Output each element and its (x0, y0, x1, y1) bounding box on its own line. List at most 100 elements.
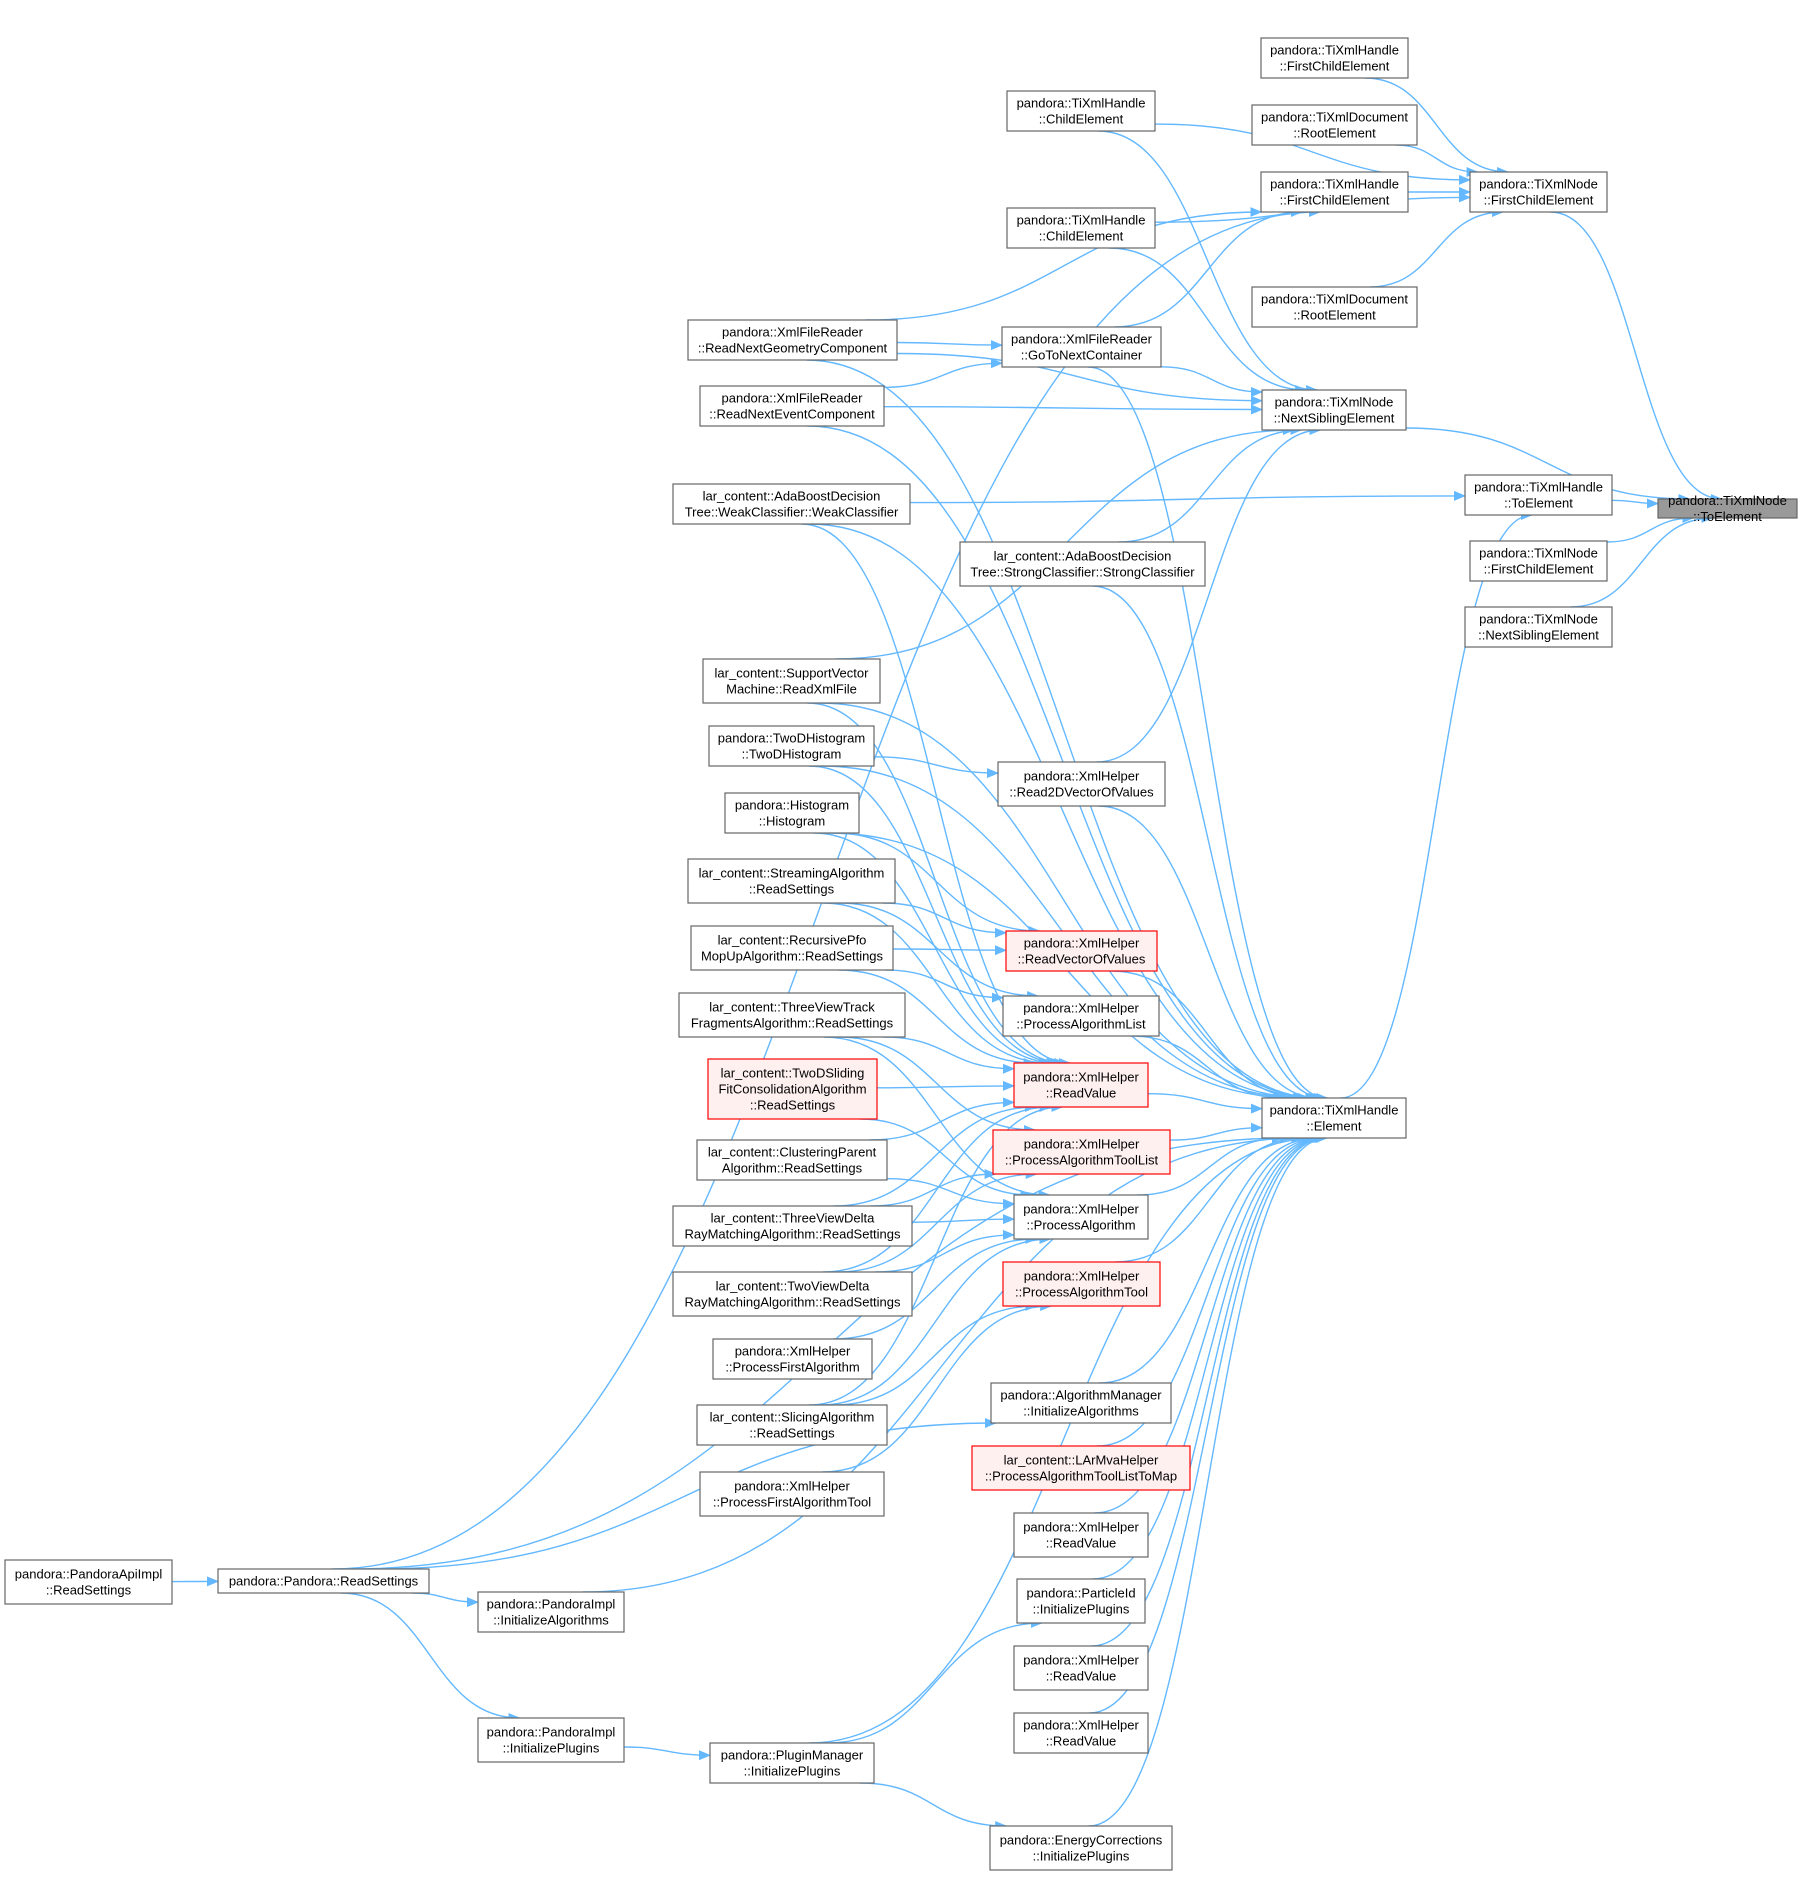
graph-node[interactable]: pandora::ParticleId::InitializePlugins (1016, 1578, 1146, 1624)
node-box[interactable] (1013, 1712, 1149, 1754)
graph-node[interactable]: pandora::Histogram::Histogram (724, 792, 860, 834)
graph-node[interactable]: pandora::XmlFileReader::GoToNextContaine… (1001, 326, 1162, 368)
node-box[interactable] (992, 1129, 1171, 1175)
graph-node[interactable]: pandora::XmlHelper::ReadVectorOfValues (1005, 930, 1158, 972)
node-box[interactable] (1261, 1097, 1407, 1139)
node-box[interactable] (997, 761, 1166, 807)
node-box[interactable] (1001, 326, 1162, 368)
node-box[interactable] (724, 792, 860, 834)
graph-node[interactable]: pandora::EnergyCorrections::InitializePl… (989, 1825, 1173, 1871)
graph-node[interactable]: pandora::TiXmlHandle::FirstChildElement (1260, 171, 1409, 213)
node-box[interactable] (477, 1591, 625, 1633)
node-box[interactable] (699, 385, 885, 427)
graph-node[interactable]: pandora::XmlHelper::ProcessAlgorithmTool (1002, 1261, 1161, 1307)
graph-node[interactable]: lar_content::AdaBoostDecisionTree::WeakC… (672, 483, 911, 525)
node-box[interactable] (1464, 474, 1613, 516)
node-box[interactable] (690, 925, 894, 971)
graph-node[interactable]: pandora::TiXmlDocument::RootElement (1251, 104, 1418, 146)
node-box[interactable] (708, 725, 875, 767)
node-box[interactable] (702, 658, 881, 704)
graph-node[interactable]: pandora::TiXmlHandle::FirstChildElement (1260, 37, 1409, 79)
graph-node[interactable]: pandora::Pandora::ReadSettings (217, 1568, 430, 1594)
graph-node[interactable]: lar_content::TwoViewDeltaRayMatchingAlgo… (672, 1271, 913, 1317)
node-box[interactable] (1016, 1578, 1146, 1624)
node-box[interactable] (712, 1338, 873, 1380)
graph-node[interactable]: lar_content::SlicingAlgorithm::ReadSetti… (696, 1404, 888, 1446)
graph-node[interactable]: pandora::XmlHelper::ProcessFirstAlgorith… (712, 1338, 873, 1380)
node-box[interactable] (1013, 1062, 1149, 1108)
graph-node[interactable]: pandora::XmlFileReader::ReadNextEventCom… (699, 385, 885, 427)
graph-node[interactable]: lar_content::AdaBoostDecisionTree::Stron… (959, 541, 1206, 587)
graph-node[interactable]: pandora::PandoraApiImpl::ReadSettings (4, 1559, 173, 1605)
node-box[interactable] (1260, 37, 1409, 79)
node-box[interactable] (687, 319, 898, 361)
node-box[interactable] (1469, 540, 1608, 582)
node-box[interactable] (699, 1471, 885, 1517)
node-box[interactable] (1006, 90, 1156, 132)
node-box[interactable] (1002, 1261, 1161, 1307)
graph-node[interactable]: pandora::TiXmlNode::ToElement (1657, 493, 1798, 524)
graph-node[interactable]: pandora::XmlHelper::ProcessFirstAlgorith… (699, 1471, 885, 1517)
graph-node[interactable]: pandora::XmlHelper::ProcessAlgorithmTool… (992, 1129, 1171, 1175)
graph-node[interactable]: lar_content::ThreeViewTrackFragmentsAlgo… (678, 992, 906, 1038)
graph-node[interactable]: pandora::TiXmlNode::FirstChildElement (1469, 171, 1608, 213)
node-box[interactable] (1260, 171, 1409, 213)
graph-node[interactable]: pandora::TiXmlNode::NextSiblingElement (1261, 389, 1407, 431)
node-box[interactable] (707, 1058, 878, 1120)
graph-node[interactable]: lar_content::RecursivePfoMopUpAlgorithm:… (690, 925, 894, 971)
node-box[interactable] (1006, 207, 1156, 249)
graph-node[interactable]: pandora::PluginManager::InitializePlugin… (709, 1742, 875, 1784)
node-box[interactable] (959, 541, 1206, 587)
node-box[interactable] (971, 1445, 1191, 1491)
graph-node[interactable]: lar_content::SupportVectorMachine::ReadX… (702, 658, 881, 704)
graph-node[interactable]: pandora::TiXmlNode::FirstChildElement (1469, 540, 1608, 582)
node-box[interactable] (1002, 995, 1160, 1037)
node-box[interactable] (1657, 498, 1798, 519)
node-box[interactable] (1469, 171, 1608, 213)
node-box[interactable] (696, 1404, 888, 1446)
graph-node[interactable]: pandora::TiXmlHandle::ChildElement (1006, 207, 1156, 249)
node-box[interactable] (672, 483, 911, 525)
node-box[interactable] (709, 1742, 875, 1784)
node-box[interactable] (672, 1271, 913, 1317)
graph-node[interactable]: pandora::XmlHelper::ReadValue (1013, 1712, 1149, 1754)
node-box[interactable] (989, 1825, 1173, 1871)
node-box[interactable] (990, 1382, 1172, 1424)
graph-node[interactable]: lar_content::ClusteringParentAlgorithm::… (696, 1139, 888, 1181)
node-box[interactable] (1251, 286, 1418, 328)
graph-node[interactable]: pandora::XmlHelper::ReadValue (1013, 1062, 1149, 1108)
graph-node[interactable]: lar_content::LArMvaHelper::ProcessAlgori… (971, 1445, 1191, 1491)
graph-node[interactable]: pandora::TiXmlNode::NextSiblingElement (1464, 606, 1613, 648)
node-box[interactable] (1013, 1512, 1149, 1558)
node-box[interactable] (1251, 104, 1418, 146)
graph-node[interactable]: pandora::PandoraImpl::InitializeAlgorith… (477, 1591, 625, 1633)
node-box[interactable] (672, 1205, 913, 1247)
node-box[interactable] (678, 992, 906, 1038)
node-box[interactable] (4, 1559, 173, 1605)
graph-node[interactable]: pandora::XmlHelper::ReadValue (1013, 1512, 1149, 1558)
graph-node[interactable]: pandora::TiXmlHandle::Element (1261, 1097, 1407, 1139)
graph-node[interactable]: pandora::XmlHelper::Read2DVectorOfValues (997, 761, 1166, 807)
graph-node[interactable]: pandora::XmlHelper::ProcessAlgorithmList (1002, 995, 1160, 1037)
node-box[interactable] (217, 1568, 430, 1594)
node-box[interactable] (1013, 1194, 1149, 1240)
graph-node[interactable]: pandora::TiXmlHandle::ChildElement (1006, 90, 1156, 132)
node-box[interactable] (1261, 389, 1407, 431)
node-box[interactable] (1013, 1645, 1149, 1691)
graph-node[interactable]: lar_content::ThreeViewDeltaRayMatchingAl… (672, 1205, 913, 1247)
graph-node[interactable]: lar_content::TwoDSlidingFitConsolidation… (707, 1058, 878, 1120)
graph-node[interactable]: lar_content::StreamingAlgorithm::ReadSet… (687, 858, 896, 904)
node-box[interactable] (687, 858, 896, 904)
node-box[interactable] (1005, 930, 1158, 972)
graph-node[interactable]: pandora::TiXmlDocument::RootElement (1251, 286, 1418, 328)
graph-node[interactable]: pandora::AlgorithmManager::InitializeAlg… (990, 1382, 1172, 1424)
graph-node[interactable]: pandora::TwoDHistogram::TwoDHistogram (708, 725, 875, 767)
graph-node[interactable]: pandora::TiXmlHandle::ToElement (1464, 474, 1613, 516)
node-box[interactable] (1464, 606, 1613, 648)
graph-node[interactable]: pandora::XmlHelper::ProcessAlgorithm (1013, 1194, 1149, 1240)
graph-node[interactable]: pandora::XmlFileReader::ReadNextGeometry… (687, 319, 898, 361)
node-box[interactable] (696, 1139, 888, 1181)
graph-node[interactable]: pandora::PandoraImpl::InitializePlugins (477, 1717, 625, 1763)
node-box[interactable] (477, 1717, 625, 1763)
graph-node[interactable]: pandora::XmlHelper::ReadValue (1013, 1645, 1149, 1691)
